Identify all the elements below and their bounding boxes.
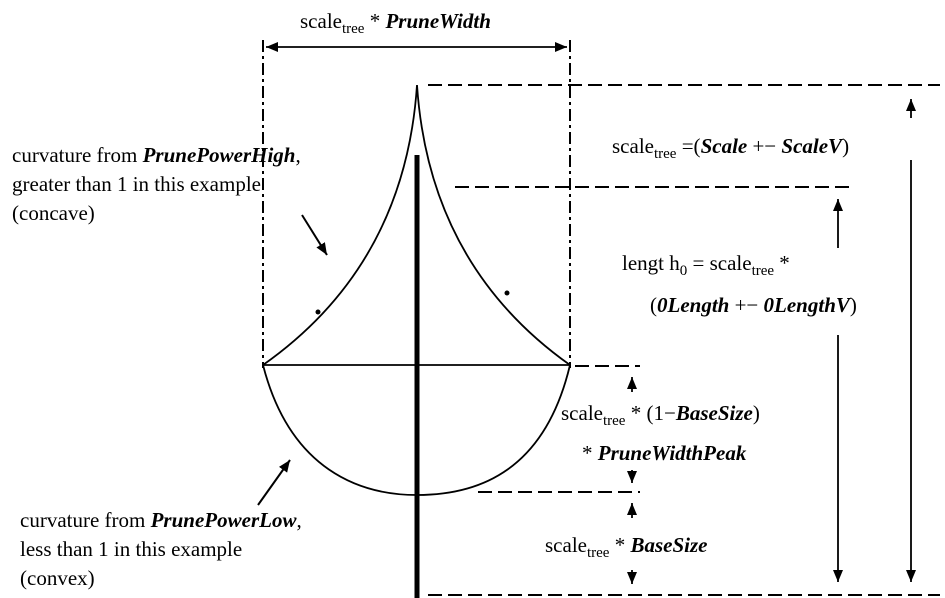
- high-label-line1: curvature from PrunePowerHigh,: [12, 143, 301, 167]
- low-label-line1: curvature from PrunePowerLow,: [20, 508, 302, 532]
- length0-label-line2: (0Length +− 0LengthV): [650, 293, 857, 317]
- curve-dot: [315, 309, 321, 315]
- low-label-line3: (convex): [20, 566, 95, 590]
- high-label-line2: greater than 1 in this example: [12, 172, 261, 196]
- concave-envelope-upper: [262, 84, 571, 366]
- top-width-label: scaletree * PruneWidth: [300, 9, 491, 37]
- length0-label-line1: lengt h0 = scaletree *: [622, 251, 790, 279]
- high-callout-arrow: [301, 214, 328, 256]
- high-label-line3: (concave): [12, 201, 95, 225]
- low-label-line2: less than 1 in this example: [20, 537, 242, 561]
- peak-label-line2: * PruneWidthPeak: [582, 441, 747, 465]
- scale-tree-label: scaletree =(Scale +− ScaleV): [612, 134, 849, 162]
- peak-label-line1: scaletree * (1−BaseSize): [561, 401, 760, 429]
- base-label: scaletree * BaseSize: [545, 533, 707, 561]
- low-callout-arrow: [257, 459, 291, 506]
- curve-dot: [504, 290, 510, 296]
